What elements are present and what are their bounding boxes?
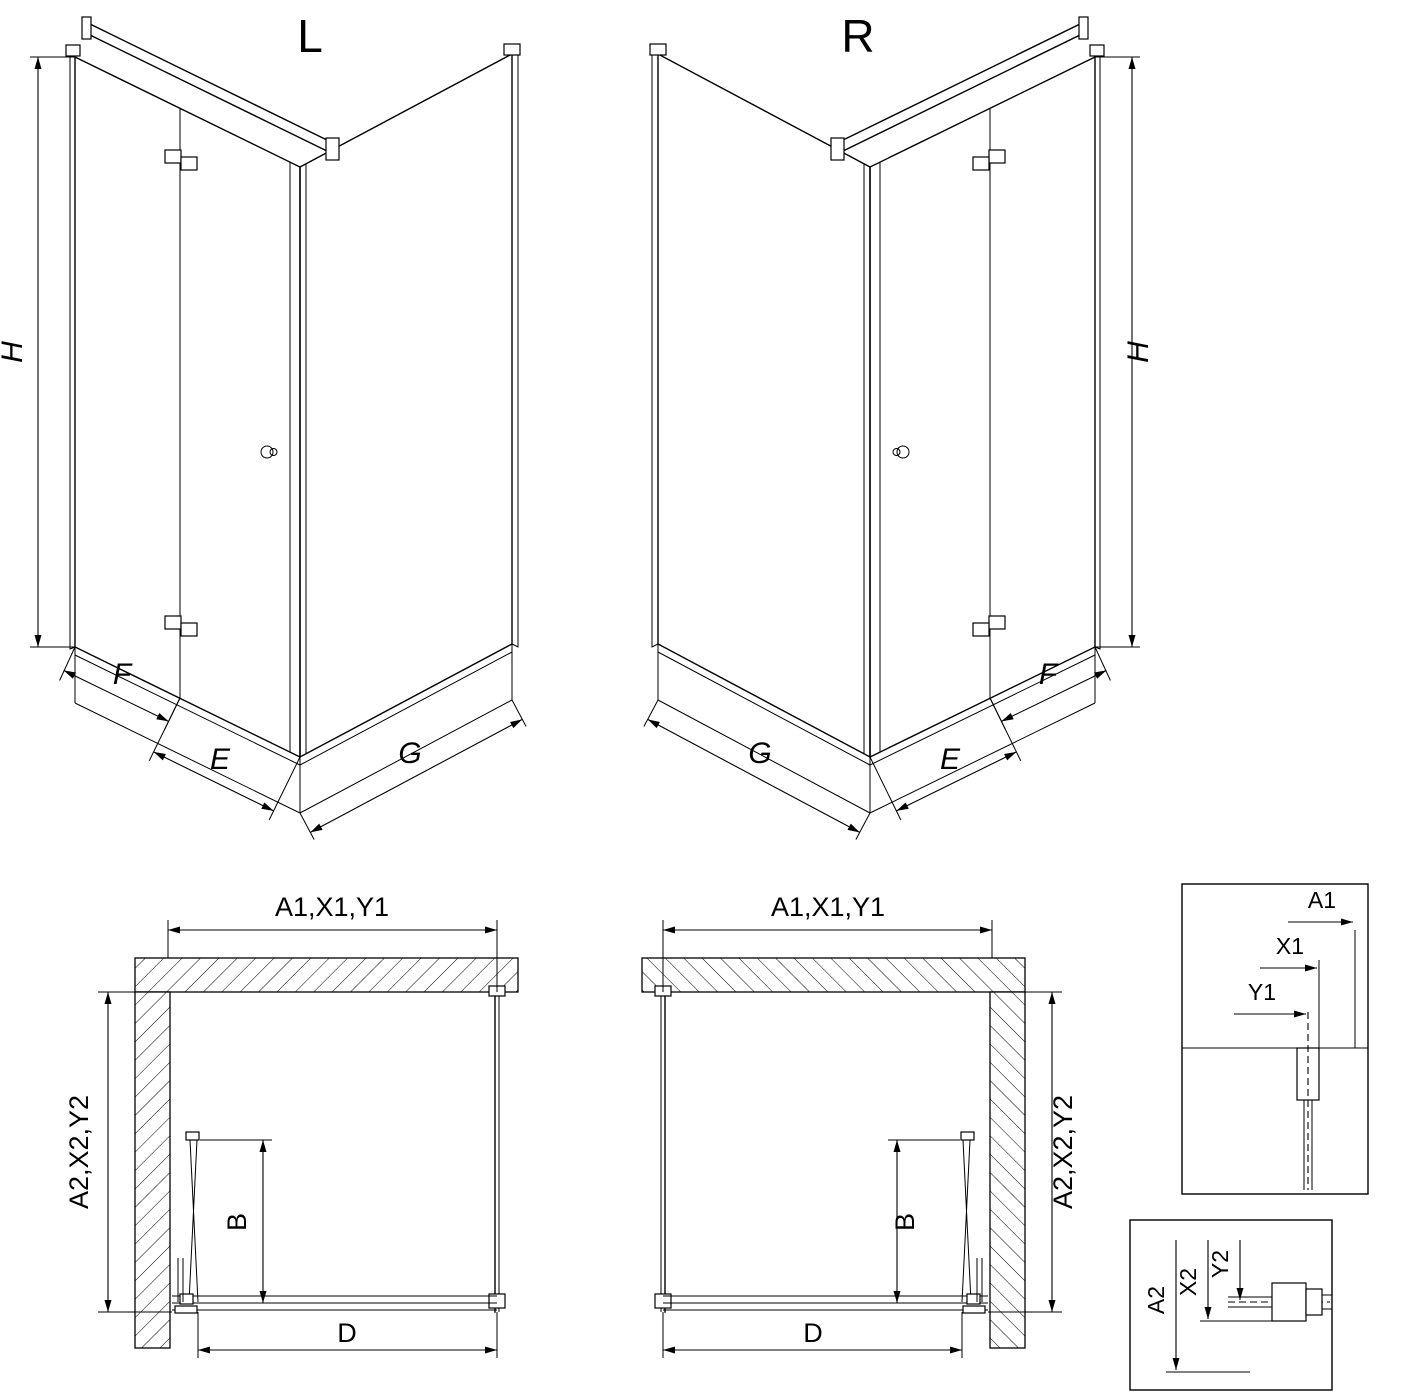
detail-y1-label: Y1	[1248, 979, 1276, 1005]
plan-left-width-dim: D	[337, 1318, 357, 1348]
plan-view-left: A1,X1,Y1 A2,X2,Y2 B D	[64, 892, 518, 1358]
detail-top-frame	[1181, 883, 1369, 1195]
plan-right-door-dim: B	[890, 1213, 920, 1231]
plan-view-right: A1,X1,Y1 A2,X2,Y2 B D	[642, 892, 1078, 1358]
plan-left-top-dim: A1,X1,Y1	[275, 892, 389, 922]
view-label-right: R	[841, 10, 874, 62]
dim-h-right: H	[1122, 341, 1155, 363]
iso-view-left: L H F E G	[0, 10, 526, 840]
plan-right-width-dim: D	[803, 1318, 823, 1348]
iso-left-geometry	[30, 17, 526, 840]
wall-profile-section-2	[1271, 1282, 1307, 1322]
dim-f-left: F	[113, 658, 133, 691]
iso-right-geometry	[644, 17, 1140, 840]
dim-g-right: G	[748, 737, 771, 770]
dim-f-right: F	[1039, 658, 1059, 691]
detail-y2-label: Y2	[1207, 1250, 1233, 1278]
detail-x1-label: X1	[1276, 933, 1304, 959]
plan-right-top-dim: A1,X1,Y1	[771, 892, 885, 922]
dim-e-right: E	[940, 743, 961, 776]
plan-left-door-dim: B	[222, 1213, 252, 1231]
detail-inset-bottom: A2 X2 Y2	[1129, 1219, 1333, 1391]
detail-inset-top: A1 X1 Y1	[1181, 883, 1369, 1195]
detail-a1-label: A1	[1308, 887, 1336, 913]
plan-right-geometry	[642, 920, 1062, 1358]
dim-e-left: E	[210, 743, 231, 776]
detail-a2-label: A2	[1143, 1286, 1169, 1314]
dim-h-left: H	[0, 341, 29, 363]
wall-profile-inner	[1305, 1288, 1323, 1316]
plan-left-side-dim: A2,X2,Y2	[64, 1095, 94, 1209]
plan-right-side-dim: A2,X2,Y2	[1048, 1095, 1078, 1209]
detail-bottom-frame	[1129, 1219, 1333, 1391]
iso-view-right: R H F E G	[644, 10, 1155, 840]
dim-g-left: G	[398, 737, 421, 770]
detail-x2-label: X2	[1175, 1268, 1201, 1296]
view-label-left: L	[297, 10, 323, 62]
plan-left-geometry	[98, 920, 518, 1358]
